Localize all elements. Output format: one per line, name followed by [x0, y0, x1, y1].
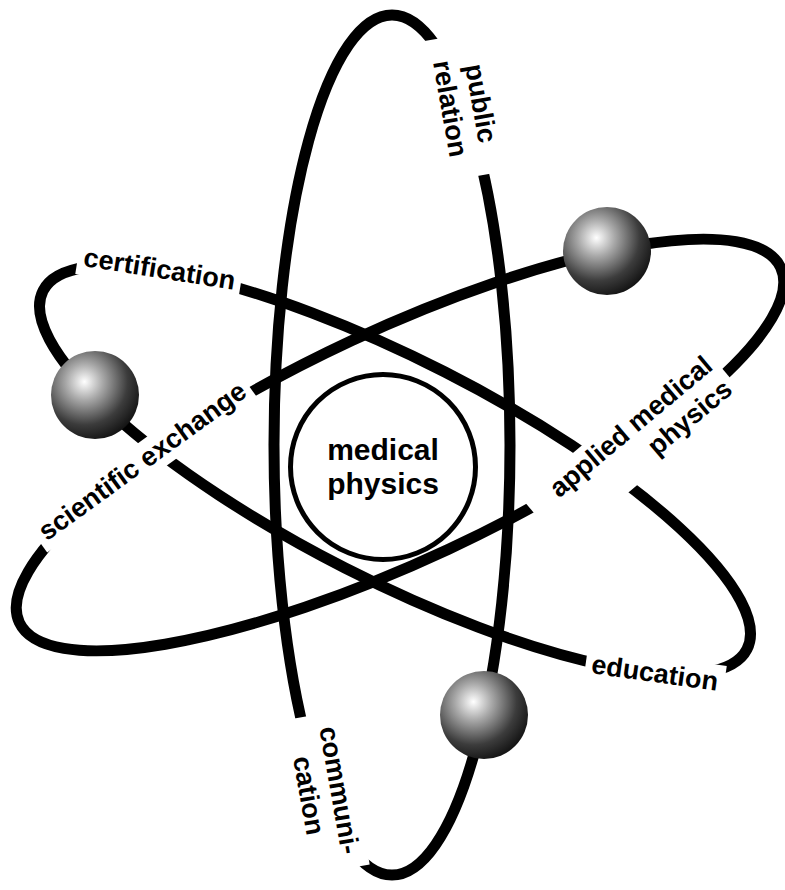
orbit-label: public relation: [420, 30, 510, 181]
electron-ball: [440, 671, 528, 759]
orbit-label: communi- cation: [277, 710, 369, 876]
electron-ball: [51, 351, 139, 439]
orbit-ellipse: [0, 193, 785, 748]
nucleus-text: medical physics: [308, 433, 458, 502]
orbit-label: certification: [75, 239, 243, 299]
nucleus-circle: medical physics: [288, 372, 478, 562]
orbit-label: education: [583, 646, 726, 700]
orbit-ellipse: [0, 163, 785, 726]
orbit-label: applied medical physics: [520, 345, 744, 548]
electron-ball: [563, 207, 651, 295]
orbit-label: scientific exchange: [26, 370, 258, 552]
